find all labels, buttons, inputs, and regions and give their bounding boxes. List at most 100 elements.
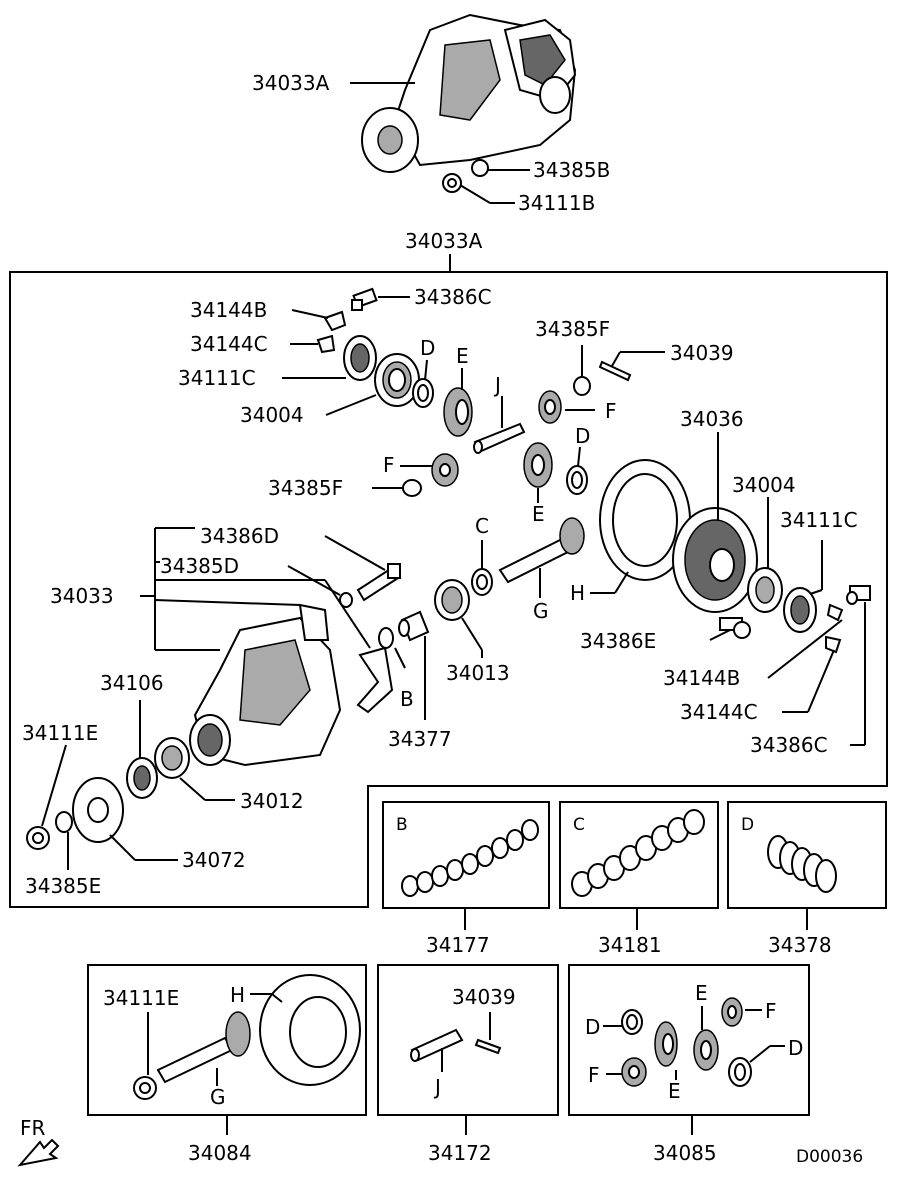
label-34386e: 34386E [580,629,656,653]
bolt-34386d-icon [356,563,401,602]
label-34385d: 34385D [160,554,239,578]
letter-h: H [570,581,585,605]
clip-34144b-b-icon [826,603,844,622]
nut-34111b-icon [442,173,462,193]
washer-34385f-b-icon [402,479,422,497]
set-34084-label-34111e: 34111E [103,986,179,1010]
kit-box-c-code: 34181 [598,933,662,957]
nut-34111e-b-icon [133,1076,157,1100]
washer-34385f-a-icon [573,376,591,396]
set-34085-label-f2: F [588,1063,600,1087]
label-34385f-b: 34385F [268,476,343,500]
label-34106: 34106 [100,671,164,695]
bolt-34386e-icon [719,617,751,639]
set-34084-label-h: H [230,983,245,1007]
label-34072: 34072 [182,848,246,872]
nut-34111e-icon [26,826,50,850]
seal-34111c-b-icon [783,587,817,633]
letter-g: G [533,599,549,623]
bearing-34004-b-icon [747,567,783,613]
washer-34385e-icon [55,811,73,833]
label-34004-b: 34004 [732,473,796,497]
clip-34144c-icon [316,334,336,354]
set-34084-label-g: G [210,1085,226,1109]
letter-f-2: F [383,453,395,477]
letter-e-1: E [456,344,469,368]
letter-j: J [493,373,501,397]
direction-label: FR [20,1116,46,1140]
shim-b-icon [378,627,394,649]
shim-stack-b-icon [401,819,539,897]
kit-box-d-letter: D [741,815,754,835]
side-gear-f-1-icon [538,390,562,424]
kit-box-c-letter: C [573,815,585,835]
label-34012: 34012 [240,789,304,813]
front-arrow-icon [17,1138,60,1167]
side-gear-f-4-icon [621,1057,647,1087]
set-34085-label-f1: F [765,999,777,1023]
label-34386c: 34386C [414,285,492,309]
letter-e-2: E [532,502,545,526]
differential-case-34036-icon [599,459,758,613]
letter-f-1: F [605,399,617,423]
label-34385f-a: 34385F [535,317,610,341]
bearing-34004-icon [374,353,420,407]
label-34385b: 34385B [533,158,610,182]
letter-b: B [400,687,414,711]
label-34111e: 34111E [22,721,98,745]
bolt-34386c-b-icon [846,585,871,605]
pinion-g-icon [498,517,585,584]
set-34172-code: 34172 [428,1141,492,1165]
pinion-g-b-icon [156,1011,251,1084]
label-34111c: 34111C [178,366,256,390]
kit-box-b-code: 34177 [426,933,490,957]
bracket-icon [356,646,394,714]
set-34085-label-e1: E [695,981,708,1005]
label-34111b: 34111B [518,191,595,215]
kit-box-d-code: 34378 [768,933,832,957]
pinion-gear-e-4-icon [693,1029,719,1071]
main-box-label: 34033A [405,229,483,253]
washer-stack-d-icon [767,835,837,893]
set-box-34172 [377,964,559,1116]
shaft-j-b-icon [410,1028,464,1062]
kit-box-c [559,801,719,909]
diagram-code: D00036 [796,1147,863,1167]
label-34036: 34036 [680,407,744,431]
label-top-34033a: 34033A [252,71,330,95]
spacer-stack-c-icon [571,809,705,897]
label-34033: 34033 [50,584,114,608]
pin-34039-b-icon [474,1038,502,1055]
set-34085-code: 34085 [653,1141,717,1165]
ring-gear-h-icon [259,974,361,1086]
label-34386c-b: 34386C [750,733,828,757]
label-34013: 34013 [446,661,510,685]
carrier-case-34033-icon [189,603,342,767]
washer-d-2-icon [566,465,588,495]
flange-34072-icon [72,777,124,843]
side-gear-f-2-icon [431,453,459,487]
seal-34111c-icon [343,335,377,381]
kit-box-b-letter: B [396,815,408,835]
set-34085-label-d2: D [788,1036,803,1060]
bearing-34012-icon [154,737,190,779]
set-34085-label-e2: E [668,1079,681,1103]
clip-34144c-b-icon [825,635,842,654]
label-34144c: 34144C [190,332,268,356]
bearing-34013-icon [434,579,470,621]
label-34144c-b: 34144C [680,700,758,724]
set-34085-label-d1: D [585,1015,600,1039]
label-34377: 34377 [388,727,452,751]
label-34386d: 34386D [200,524,279,548]
spacer-c-icon [471,568,493,596]
pinion-gear-e-3-icon [654,1021,678,1067]
washer-34385d-icon [339,592,353,608]
letter-d-1: D [420,336,435,360]
washer-d-icon [412,378,434,408]
letter-c: C [475,514,489,538]
pinion-gear-e-2-icon [523,442,553,488]
set-34172-label-j: J [433,1075,441,1099]
pinion-gear-e-icon [443,387,473,437]
set-box-34085 [568,964,810,1116]
